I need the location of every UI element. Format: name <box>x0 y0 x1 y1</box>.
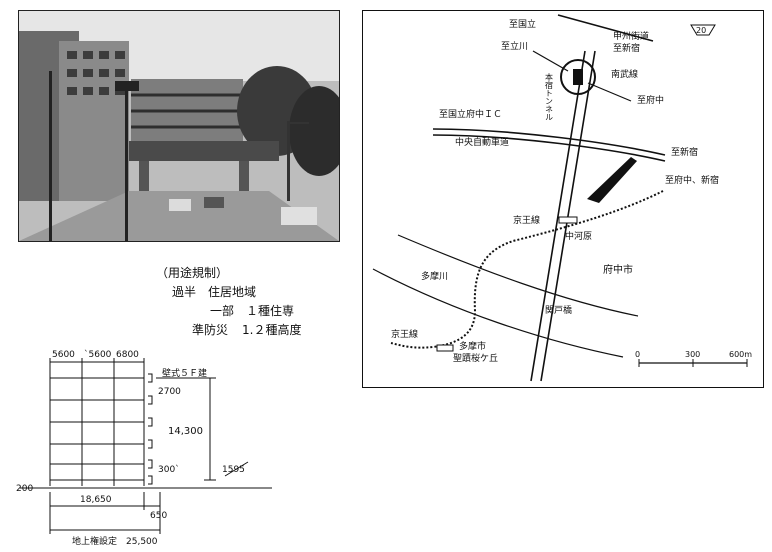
map-tamagawa: 多摩川 <box>421 270 448 282</box>
zoning-title: （用途規制） <box>156 266 229 280</box>
dim-building-height: 14,300 <box>168 426 203 437</box>
label-wall-type: 壁式５Ｆ建 <box>162 367 207 379</box>
dim-top-3: 6800 <box>116 350 139 360</box>
map-to-fuchu: 至府中 <box>637 94 664 106</box>
dim-300: 300` <box>158 464 180 475</box>
map-to-tachikawa: 至立川 <box>501 40 528 52</box>
map-fuchu-city: 府中市 <box>603 263 633 276</box>
zoning-regulation: （用途規制） 過半 住居地域 一部 １種住専 準防災 1.２種高度 <box>150 264 370 340</box>
map-sekido-bridge: 関戸橋 <box>545 304 572 316</box>
street-photo <box>18 10 340 242</box>
map-nambu-line: 南武線 <box>611 68 638 80</box>
dim-650: 650 <box>150 511 167 521</box>
map-tama-city: 多摩市 <box>459 340 486 352</box>
zoning-line-3: 準防災 1.２種高度 <box>150 321 370 340</box>
section-drawing: 5600 `5600 6800 壁式５Ｆ建 2700 14,300 300` 1… <box>16 349 272 547</box>
map-to-kunitachi-fuchu-ic: 至国立府中ＩＣ <box>439 108 502 120</box>
map-drawing: 至国立 甲州街道 至新宿 20 至立川 南武線 本宿トンネル 至府中 至国立府中… <box>372 14 752 382</box>
map-scale-600: 600m <box>729 350 752 359</box>
map-hon-tunnel: 本宿トンネル <box>545 72 554 121</box>
dim-200: 200 <box>16 484 33 494</box>
map-koshu-kaido: 甲州街道 <box>613 30 649 42</box>
map-to-kunitachi: 至国立 <box>509 18 536 30</box>
section-diagram: 5600 `5600 6800 壁式５Ｆ建 2700 14,300 300` 1… <box>10 348 340 548</box>
zoning-line-2: 一部 １種住専 <box>210 304 295 318</box>
map-keio-line-1: 京王線 <box>513 214 540 226</box>
street-photo-drawing <box>19 11 339 241</box>
zoning-line-3b: 1.２種高度 <box>242 323 302 337</box>
map-scale-300: 300 <box>685 350 700 359</box>
label-surface-right: 地上権設定 25,500 <box>72 535 158 547</box>
zoning-line-1: 過半 住居地域 <box>172 285 257 299</box>
map-nakagawara: 中河原 <box>565 230 592 242</box>
location-map: 至国立 甲州街道 至新宿 20 至立川 南武線 本宿トンネル 至府中 至国立府中… <box>362 10 764 388</box>
map-scale-0: 0 <box>635 350 640 359</box>
dim-floor-height: 2700 <box>158 387 181 397</box>
dim-top-1: 5600 <box>52 350 75 360</box>
map-chuo-expressway: 中央自動車道 <box>455 136 509 148</box>
map-seiseki: 聖蹟桜ケ丘 <box>453 352 498 364</box>
map-to-shinjuku-1: 至新宿 <box>613 42 640 54</box>
dim-top-2: `5600 <box>84 349 112 360</box>
zoning-line-3a: 準防災 <box>192 323 229 337</box>
map-to-fuchu-shinjuku: 至府中、新宿 <box>665 174 719 186</box>
map-route-number: 20 <box>696 26 706 35</box>
map-keio-line-2: 京王線 <box>391 328 418 340</box>
dim-1595: 1595 <box>222 465 245 475</box>
map-to-shinjuku-2: 至新宿 <box>671 146 698 158</box>
dim-18650: 18,650 <box>80 495 112 505</box>
